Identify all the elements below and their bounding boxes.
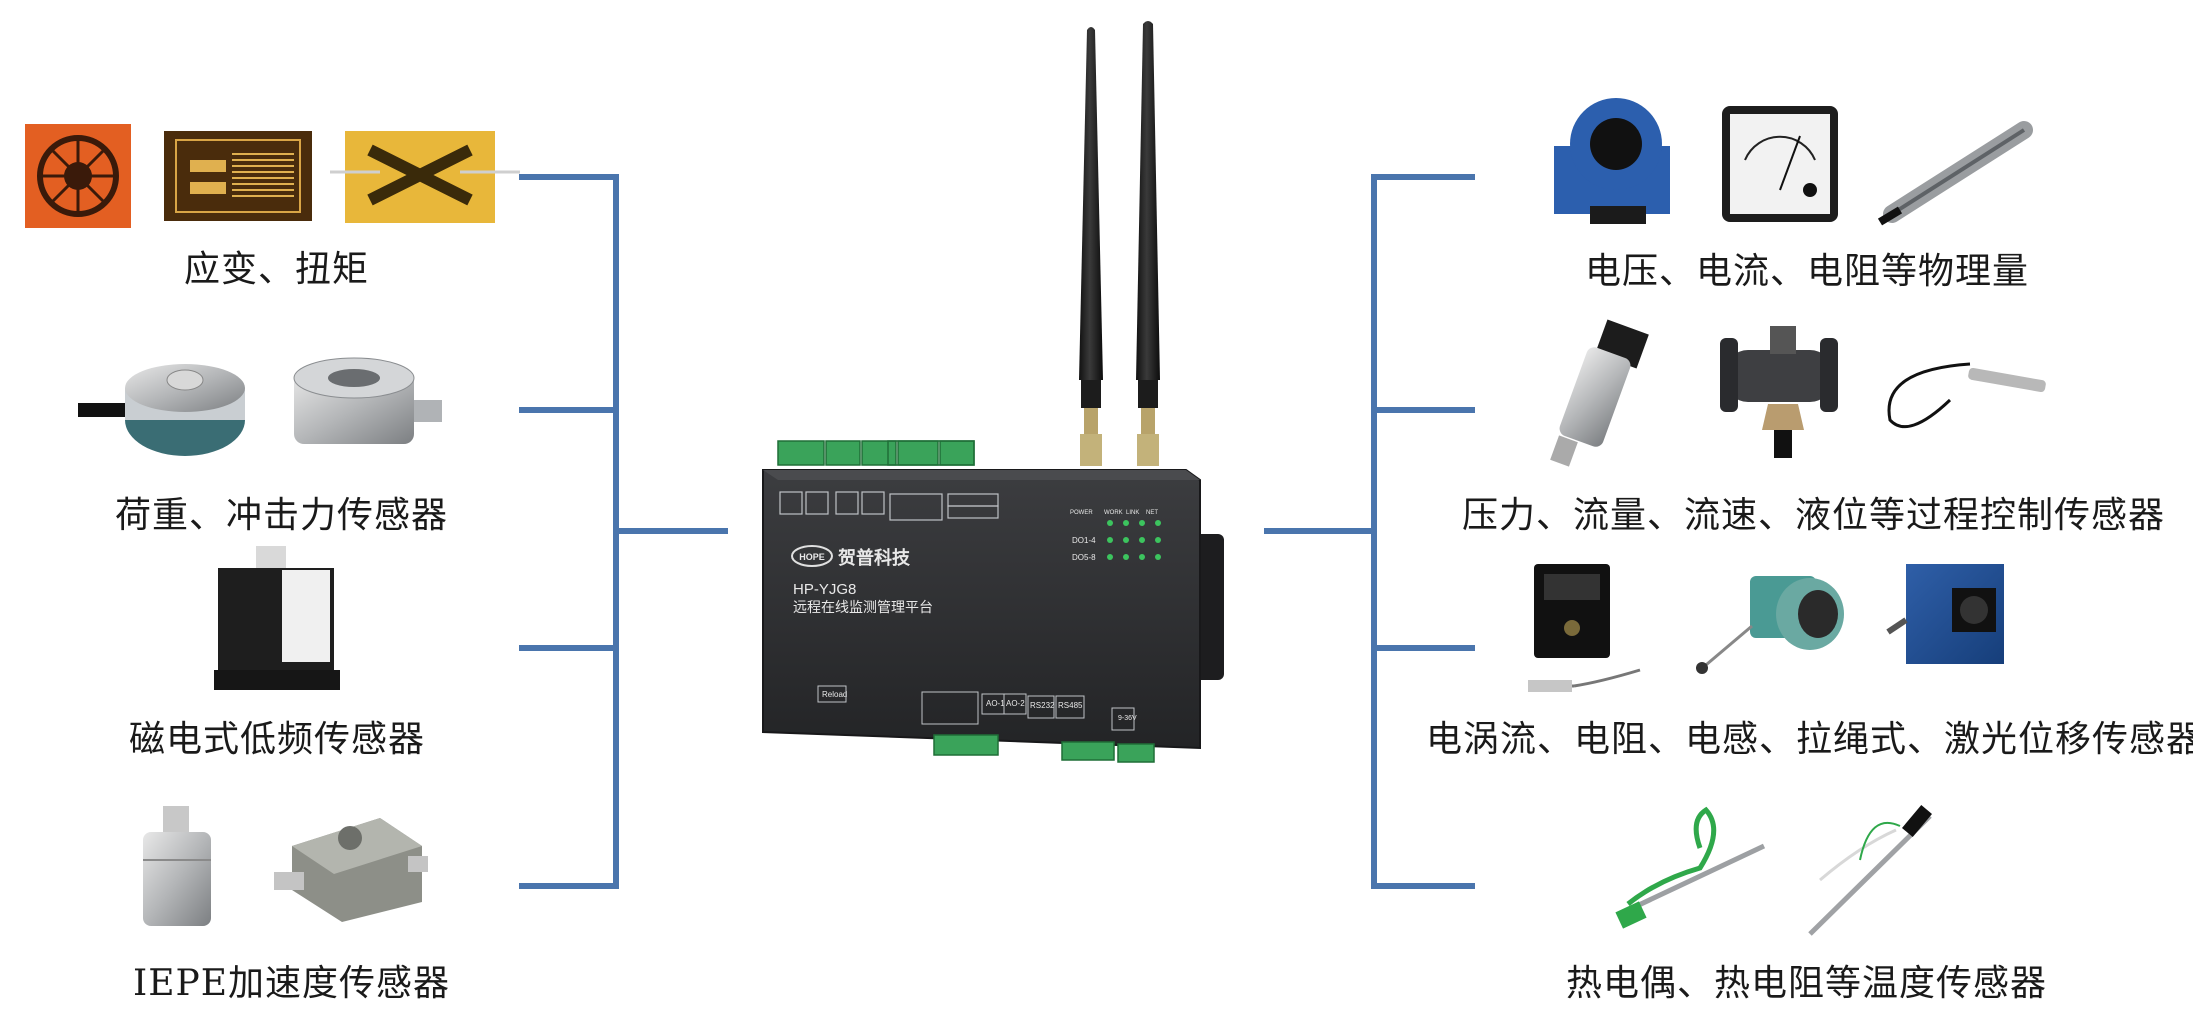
- right-group-label-temperature: 热电偶、热电阻等温度传感器: [1566, 963, 2048, 1004]
- right-group-0-images: [1554, 98, 2033, 226]
- io-label-boxes: [779, 491, 999, 521]
- left-group-label-iepe: IEPE加速度传感器: [133, 963, 451, 1004]
- torque-strain-gauge-icon: [330, 131, 520, 223]
- draw-wire-sensor-icon: [1696, 576, 1844, 674]
- port-label-rs232: RS232: [1030, 701, 1055, 710]
- device-logo-text: HOPE: [799, 552, 825, 562]
- left-group-3-images: [143, 806, 428, 926]
- status-label-link: LINK: [1126, 510, 1139, 516]
- gateway-device: HOPE 贺普科技 HP-YJG8 远程在线监测管理平台 POWER WORK …: [762, 21, 1224, 763]
- right-group-2-images: [1528, 564, 2004, 692]
- flow-valve-icon: [1720, 326, 1838, 458]
- device-model: HP-YJG8: [793, 581, 856, 598]
- load-cell-icon: [78, 364, 245, 456]
- status-label-net: NET: [1146, 510, 1158, 516]
- hope-logo-icon: [791, 545, 833, 567]
- left-group-0-images: [25, 124, 520, 228]
- device-brand: 贺普科技: [837, 547, 911, 568]
- thermocouple-icon: [1615, 806, 1766, 929]
- top-terminal-blocks: [777, 440, 975, 466]
- port-label-power: 9-36V: [1118, 715, 1137, 722]
- status-label-work: WORK: [1104, 510, 1123, 516]
- antenna-icon: [1136, 21, 1160, 466]
- right-group-label-displacement: 电涡流、电阻、电感、拉绳式、激光位移传感器: [1426, 719, 2193, 760]
- right-group-label-process: 压力、流量、流速、液位等过程控制传感器: [1462, 495, 2166, 536]
- device-subtitle: 远程在线监测管理平台: [793, 599, 933, 615]
- left-group-1-images: [78, 357, 442, 456]
- status-leds: [1107, 520, 1161, 560]
- load-cell-icon: [293, 357, 442, 444]
- strain-gauge-icon: [164, 131, 312, 221]
- pressure-transmitter-icon: [1550, 319, 1649, 467]
- right-group-3-images: [1615, 805, 1933, 936]
- bottom-terminal-blocks: [933, 734, 1155, 763]
- left-group-2-images: [214, 546, 340, 690]
- accelerometer-icon: [143, 806, 211, 926]
- eddy-current-probe-icon: [1528, 564, 1641, 692]
- rtd-probe-icon: [1808, 805, 1933, 936]
- port-label-rs485: RS485: [1058, 701, 1083, 710]
- magnetoelectric-sensor-icon: [214, 546, 340, 690]
- accelerometer-block-icon: [274, 818, 428, 922]
- antenna-icon: [1079, 27, 1103, 466]
- level-probe-icon: [1887, 362, 2046, 429]
- left-group-label-magnetoelectric: 磁电式低频传感器: [129, 719, 426, 760]
- status-label-power: POWER: [1070, 510, 1093, 516]
- right-group-1-images: [1550, 319, 2046, 467]
- do-label-2: DO5-8: [1072, 553, 1096, 562]
- left-group-label-strain: 应变、扭矩: [184, 249, 370, 290]
- voltmeter-icon: [1722, 106, 1838, 222]
- left-group-label-load: 荷重、冲击力传感器: [115, 495, 449, 536]
- current-transformer-icon: [1554, 98, 1670, 224]
- port-label-ao1: AO-1: [986, 699, 1005, 708]
- reload-button[interactable]: Reload: [822, 690, 847, 699]
- laser-sensor-icon: [1886, 564, 2004, 664]
- right-connector-bus: [1264, 174, 1475, 889]
- do-label-1: DO1-4: [1072, 536, 1096, 545]
- linear-displacement-sensor-icon: [1877, 121, 2033, 226]
- strain-gauge-rosette-icon: [25, 124, 131, 228]
- right-group-label-electrical: 电压、电流、电阻等物理量: [1585, 251, 2030, 292]
- left-connector-bus: [519, 174, 728, 889]
- port-label-ao2: AO-2: [1006, 699, 1025, 708]
